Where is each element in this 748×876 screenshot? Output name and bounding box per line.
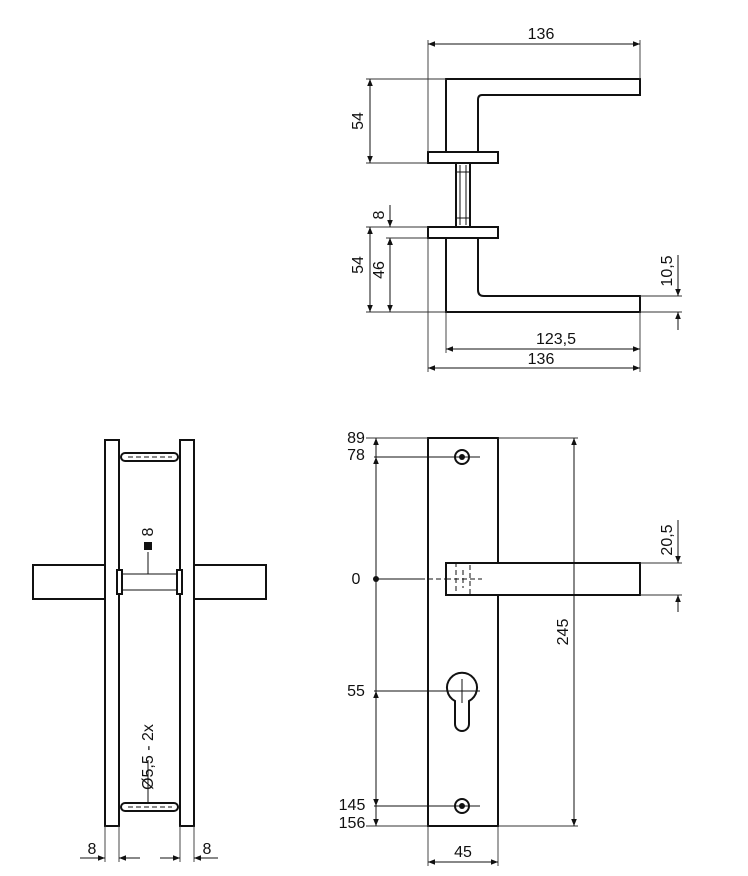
plate-front-view: 89 78 0 55 145 156 20,5 245 45 — [339, 430, 682, 866]
left-plate — [104, 439, 120, 827]
handle-side-view: 136 54 8 54 46 10,5 123,5 136 — [350, 26, 682, 372]
lower-rose — [427, 226, 499, 239]
dim-rose-to-handle-top: 54 — [350, 112, 367, 130]
dim-width-bottom: 136 — [528, 351, 555, 368]
right-handle-stub — [193, 564, 267, 600]
dim-handle-axis: 0 — [352, 571, 361, 588]
dim-lever-length: 123,5 — [536, 331, 576, 348]
upper-rose — [427, 151, 499, 164]
dim-bottom-edge: 156 — [339, 815, 366, 832]
dim-plate-width: 45 — [454, 844, 472, 861]
dim-spindle-gap: 8 — [371, 210, 388, 219]
dim-spindle: 8 — [140, 527, 157, 536]
dim-plate-thickness-left: 8 — [88, 841, 97, 858]
dim-top-screw: 78 — [347, 447, 365, 464]
upper-handle-outline — [445, 78, 641, 153]
lower-handle-outline — [445, 237, 641, 313]
spindle-rod — [116, 569, 183, 595]
dim-handle-thickness: 10,5 — [659, 255, 676, 286]
square-spindle-icon — [144, 542, 152, 550]
dim-plate-thickness-right: 8 — [203, 841, 212, 858]
front-handle — [445, 562, 641, 596]
plate-side-view: 8 Ø5,5 - 2x 8 8 — [32, 439, 267, 862]
dim-rose-to-handle-bottom: 54 — [350, 256, 367, 274]
dim-width-top: 136 — [528, 26, 555, 43]
dim-screw-holes: Ø5,5 - 2x — [140, 724, 157, 790]
dim-bottom-screw: 145 — [339, 797, 366, 814]
bottom-through-screw — [120, 802, 179, 812]
spindle — [455, 162, 471, 228]
back-plate — [427, 437, 499, 827]
left-handle-stub — [32, 564, 106, 600]
top-through-screw — [120, 452, 179, 462]
dim-plate-height: 245 — [555, 619, 572, 646]
dim-front-handle-thickness: 20,5 — [659, 524, 676, 555]
dim-cylinder-center: 55 — [347, 683, 365, 700]
right-plate — [179, 439, 195, 827]
dim-top-edge: 89 — [347, 430, 365, 447]
dim-rose-offset-bottom: 46 — [371, 261, 388, 279]
